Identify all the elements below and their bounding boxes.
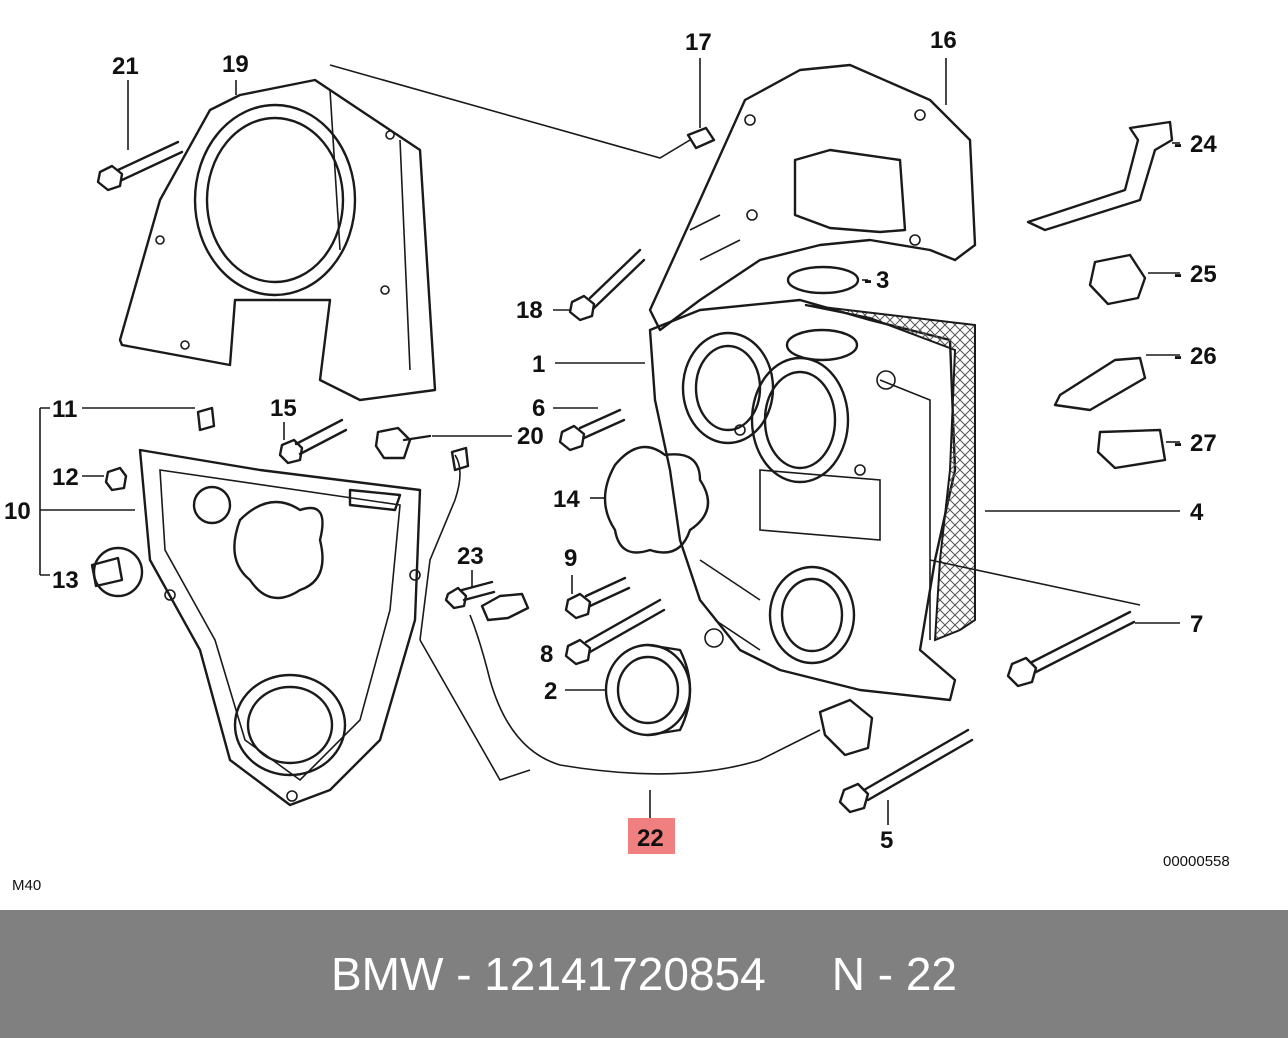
callout-9: 9 [564, 545, 577, 572]
callout-21: 21 [112, 53, 139, 80]
callout-23: 23 [457, 543, 484, 570]
callout-4: 4 [1190, 499, 1204, 526]
callout-3: 3 [876, 267, 889, 294]
part-number-banner: BMW - 12141720854 N - 22 [0, 910, 1288, 1038]
callout-6: 6 [532, 395, 545, 422]
callout-10: 10 [4, 498, 31, 525]
bolt-part-9 [564, 576, 631, 620]
highlight-box-22 [628, 818, 675, 854]
plug-part-12 [104, 466, 128, 492]
callout-17: 17 [685, 29, 712, 56]
callout-1: 1 [532, 351, 545, 378]
position-text: N - 22 [831, 948, 957, 1000]
bolt-part-23 [444, 580, 496, 610]
callout-16: 16 [930, 27, 957, 54]
bolt-part-15 [278, 418, 348, 465]
bracket-group-10 [39, 407, 50, 576]
parts-diagram: 21 19 17 16 24 25 26 27 4 7 3 18 1 6 20 … [4, 27, 1230, 894]
cap-part-13 [90, 546, 144, 598]
bolt-part-7 [1006, 610, 1136, 688]
diagram-svg: 21 19 17 16 24 25 26 27 4 7 3 18 1 6 20 … [4, 27, 1230, 894]
timing-case-part-1 [648, 298, 957, 702]
callout-25: 25 [1190, 261, 1217, 288]
bracket-part-26 [1053, 356, 1147, 412]
gasket-part-14 [603, 445, 710, 554]
callout-11: 11 [52, 396, 77, 423]
clip-part-11 [196, 406, 216, 432]
callout-8: 8 [540, 641, 553, 668]
dash-marker-c3: - [864, 267, 872, 294]
callout-2: 2 [544, 678, 557, 705]
upper-timing-cover-part-19 [118, 78, 437, 402]
callout-19: 19 [222, 51, 249, 78]
reference-line-19-17 [329, 64, 691, 159]
bolt-part-21 [96, 140, 184, 192]
callout-20: 20 [517, 423, 544, 450]
clip-part-27 [1096, 428, 1167, 470]
gasket-part-4 [804, 304, 976, 642]
bolt-part-18 [568, 248, 646, 322]
drawing-number: 00000558 [1163, 853, 1230, 870]
bolt-part-5 [838, 728, 974, 814]
callout-18: 18 [516, 297, 543, 324]
oil-seal-part-2 [604, 643, 692, 737]
sensor-cable-part-22 [469, 592, 874, 775]
part-number-text: BMW - 12141720854 [331, 948, 766, 1000]
reference-line-7 [929, 559, 1141, 606]
sensor-part-20 [374, 426, 470, 641]
lower-timing-cover-part-10 [138, 448, 531, 807]
callout-27: 27 [1190, 430, 1217, 457]
callout-12: 12 [52, 464, 79, 491]
dash-marker-c25: - [1174, 261, 1182, 288]
callout-24: 24 [1190, 131, 1217, 158]
dash-marker-c27: - [1174, 430, 1182, 457]
dowel-part-17 [686, 126, 716, 150]
dash-marker-c26: - [1174, 343, 1182, 370]
bolt-part-8 [564, 598, 666, 666]
callout-22: 22 [637, 825, 664, 852]
bolt-part-6 [558, 408, 626, 452]
callout-7: 7 [1190, 611, 1203, 638]
callout-14: 14 [553, 486, 580, 513]
seal-ring-part-3 [786, 265, 860, 295]
bracket-part-24 [1026, 120, 1174, 232]
dash-marker-c24: - [1174, 131, 1182, 158]
callout-5: 5 [880, 827, 893, 854]
callout-13: 13 [52, 567, 79, 594]
cover-plate-part-16 [648, 63, 977, 332]
clip-part-25 [1088, 253, 1147, 306]
callout-15: 15 [270, 395, 297, 422]
model-label: M40 [12, 877, 41, 894]
callout-26: 26 [1190, 343, 1217, 370]
